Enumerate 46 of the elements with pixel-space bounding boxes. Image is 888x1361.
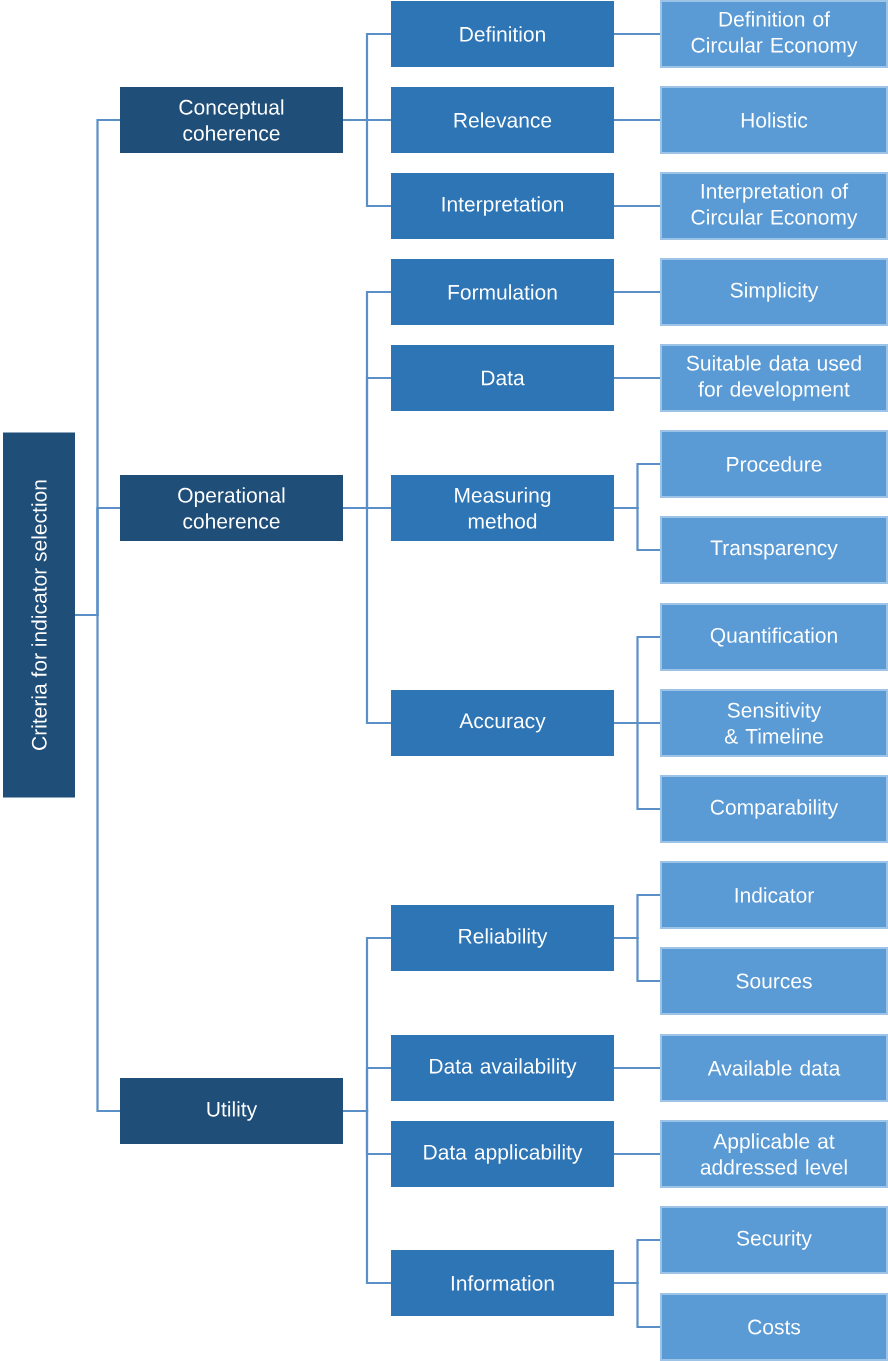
- subcriterion-box: Definition of Circular Economy: [660, 0, 888, 68]
- subcriterion-box: Suitable data used for development: [660, 344, 888, 412]
- criterion-box: Relevance: [391, 87, 614, 153]
- subcriterion-box: Indicator: [660, 861, 888, 929]
- category-box: Conceptual coherence: [120, 87, 343, 153]
- subcriterion-box: Holistic: [660, 86, 888, 154]
- criterion-box: Accuracy: [391, 690, 614, 756]
- criterion-box: Interpretation: [391, 173, 614, 239]
- connector-line: [614, 376, 661, 380]
- connector-line: [614, 118, 661, 122]
- connector-line: [75, 613, 120, 1113]
- subcriterion-box: Sources: [660, 947, 888, 1015]
- connector-line: [614, 1152, 661, 1156]
- subcriterion-box: Available data: [660, 1034, 888, 1102]
- criterion-box: Data: [391, 345, 614, 411]
- category-box: Operational coherence: [120, 475, 343, 541]
- subcriterion-box: Interpretation of Circular Economy: [660, 172, 888, 240]
- connector-line: [614, 32, 661, 36]
- criterion-box: Data availability: [391, 1035, 614, 1101]
- subcriterion-box: Procedure: [660, 430, 888, 498]
- criterion-box: Reliability: [391, 905, 614, 971]
- subcriterion-box: Simplicity: [660, 258, 888, 326]
- subcriterion-box: Quantification: [660, 603, 888, 671]
- criterion-box: Definition: [391, 1, 614, 67]
- connector-line: [614, 506, 661, 552]
- subcriterion-box: Transparency: [660, 516, 888, 584]
- connector-line: [614, 1281, 661, 1329]
- connector-line: [614, 204, 661, 208]
- root-box: Criteria for indicator selection: [3, 432, 75, 798]
- subcriterion-box: Sensitivity & Timeline: [660, 689, 888, 757]
- subcriterion-box: Applicable at addressed level: [660, 1120, 888, 1188]
- connector-line: [343, 1109, 391, 1285]
- criterion-box: Information: [391, 1250, 614, 1316]
- connector-line: [614, 290, 661, 294]
- connector-line: [614, 936, 661, 983]
- subcriterion-box: Costs: [660, 1293, 888, 1361]
- connector-line: [614, 721, 661, 811]
- subcriterion-box: Security: [660, 1206, 888, 1274]
- criterion-box: Measuring method: [391, 475, 614, 541]
- connector-line: [343, 506, 391, 725]
- subcriterion-box: Comparability: [660, 775, 888, 843]
- connector-line: [343, 118, 391, 208]
- category-box: Utility: [120, 1078, 343, 1144]
- criterion-box: Data applicability: [391, 1121, 614, 1187]
- connector-line: [614, 1066, 661, 1070]
- criterion-box: Formulation: [391, 259, 614, 325]
